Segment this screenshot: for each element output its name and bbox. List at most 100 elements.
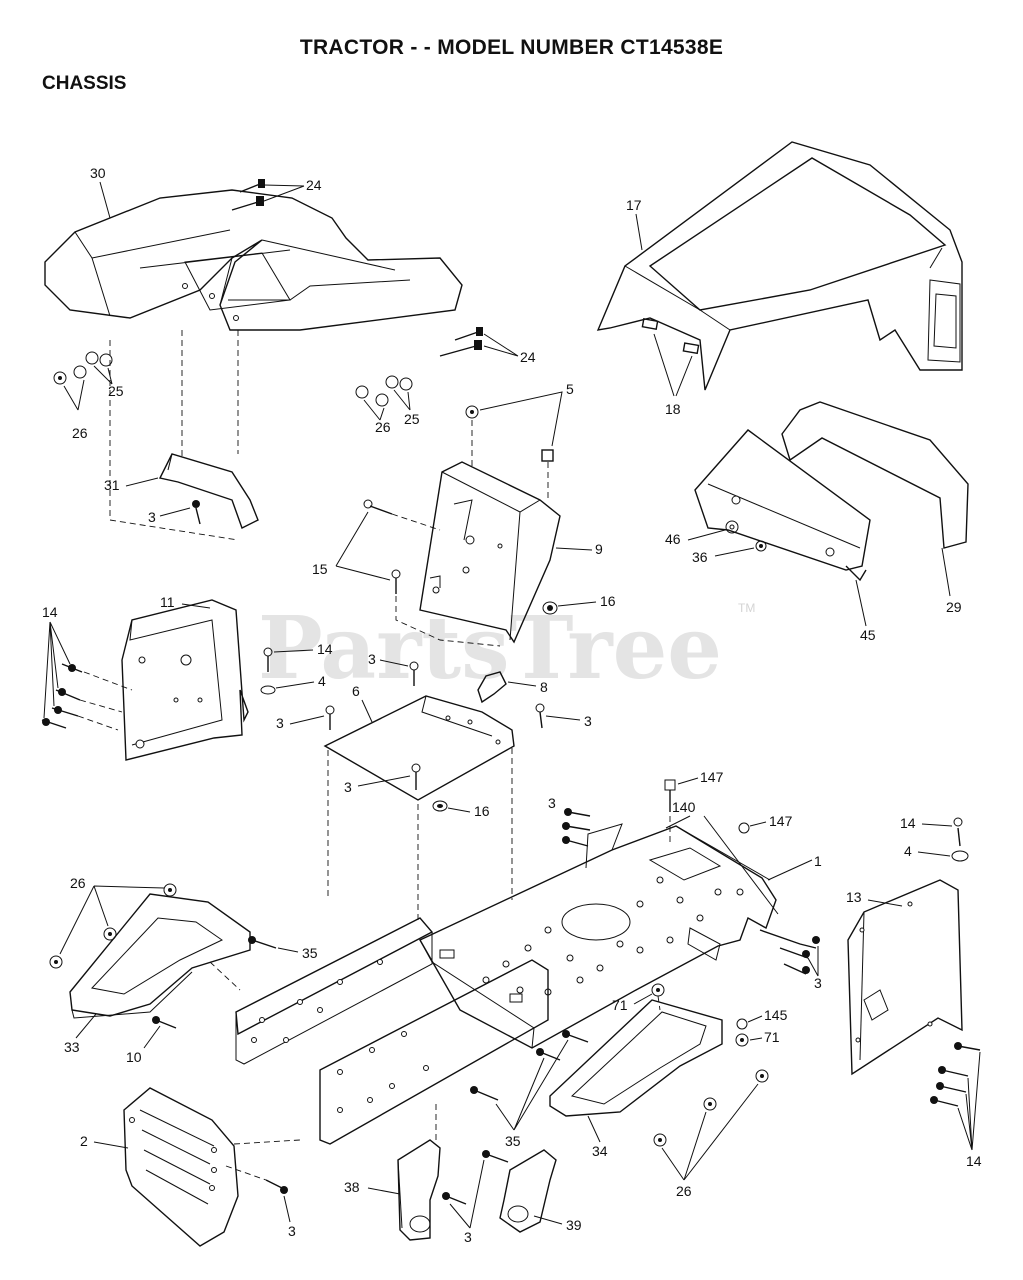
bolt-3-h	[265, 1179, 288, 1194]
part-38-bracket	[397, 1139, 441, 1241]
callout-24-right: 24	[520, 349, 536, 365]
callout-3-i: 3	[464, 1229, 472, 1245]
bolt-10	[152, 1016, 177, 1029]
callout-71-a: 71	[612, 997, 628, 1013]
callout-3-c: 3	[276, 715, 284, 731]
watermark: PartsTree	[258, 598, 722, 699]
callout-71-b: 71	[764, 1029, 780, 1045]
frame-left-rail	[235, 917, 434, 1065]
diagram-title: TRACTOR - - MODEL NUMBER CT14538E	[299, 36, 724, 59]
callout-46: 46	[665, 531, 681, 547]
callout-29: 29	[946, 599, 962, 615]
callout-45: 45	[860, 627, 876, 643]
callout-1: 1	[814, 853, 822, 869]
callout-26-left: 26	[72, 425, 88, 441]
nuts-5	[465, 405, 554, 462]
callout-16-b: 16	[474, 803, 490, 819]
callout-39: 39	[566, 1217, 582, 1233]
part-11-side-panel	[121, 599, 249, 761]
callout-147-a: 147	[700, 769, 724, 785]
part-31-bracket	[158, 453, 259, 529]
bolt-3-b	[409, 661, 419, 686]
part-45-bracket	[694, 429, 871, 582]
part-30-fender	[44, 189, 463, 331]
bolt-3-e	[411, 763, 421, 790]
callout-3-e: 3	[344, 779, 352, 795]
bolt-14-mid	[263, 647, 273, 672]
callout-3-h: 3	[288, 1223, 296, 1239]
callout-35-b: 35	[505, 1133, 521, 1149]
bolts-15	[363, 499, 401, 594]
part-33-footrest	[69, 893, 251, 1019]
bolt-35-left	[248, 936, 277, 949]
nut-16-b	[432, 800, 448, 812]
section-title: CHASSIS	[42, 73, 127, 94]
callout-8: 8	[540, 679, 548, 695]
bolt-3-c	[325, 705, 335, 730]
bolts-3-brackets	[442, 1150, 509, 1205]
callout-147-b: 147	[769, 813, 793, 829]
bolts-24-right	[439, 327, 483, 357]
callout-140: 140	[672, 799, 696, 815]
nuts-26-washers-25-right	[355, 375, 413, 407]
nut-16-a	[542, 601, 558, 615]
callout-3-b: 3	[368, 651, 376, 667]
part-17-hood	[596, 141, 963, 391]
callout-14-d: 14	[966, 1153, 982, 1169]
bolt-147-b	[738, 822, 750, 834]
callout-13: 13	[846, 889, 862, 905]
nuts-71-bolt-145	[651, 983, 749, 1047]
callout-6: 6	[352, 683, 360, 699]
callout-33: 33	[64, 1039, 80, 1055]
callout-14-a: 14	[42, 604, 58, 620]
washer-46-nut-36	[725, 520, 767, 552]
bolts-14-left	[41, 663, 83, 729]
nuts-26-bottom	[653, 1069, 769, 1147]
bolts-24-top	[231, 179, 265, 211]
callout-11: 11	[160, 594, 175, 610]
bolts-14-right-low	[930, 1042, 981, 1107]
part-18-pads	[641, 318, 700, 355]
callout-25-left: 25	[108, 383, 124, 399]
part-34-footrest	[549, 999, 723, 1117]
nuts-26-left-group	[49, 883, 177, 969]
part-6-plate	[323, 695, 515, 801]
part-29-panel	[781, 401, 969, 549]
frame-lower-side	[319, 959, 549, 1145]
callout-24-top: 24	[306, 177, 322, 193]
callout-34: 34	[592, 1143, 608, 1159]
bolt-14-right	[953, 817, 963, 847]
callout-14-c: 14	[900, 815, 916, 831]
bolt-3-d	[535, 703, 545, 729]
part-8-clip	[477, 671, 507, 704]
washer-4-mid	[260, 685, 276, 695]
callout-15: 15	[312, 561, 328, 577]
callout-5: 5	[566, 381, 574, 397]
callout-16-a: 16	[600, 593, 616, 609]
bolt-3-a	[192, 500, 201, 525]
callout-4-a: 4	[318, 673, 326, 689]
washer-4-right	[951, 850, 969, 862]
callout-30: 30	[90, 165, 106, 181]
part-39-bracket	[499, 1149, 557, 1233]
bolts-3-frame	[562, 808, 591, 847]
callout-26-d: 26	[676, 1183, 692, 1199]
callout-10: 10	[126, 1049, 142, 1065]
callout-14-b: 14	[317, 641, 333, 657]
callout-35-a: 35	[302, 945, 318, 961]
part-2-front-plate	[123, 1087, 239, 1247]
bolts-3-right-frame	[759, 929, 820, 975]
callout-36: 36	[692, 549, 708, 565]
callout-3-f: 3	[548, 795, 556, 811]
callout-145: 145	[764, 1007, 788, 1023]
callout-3-g: 3	[814, 975, 822, 991]
callout-4-b: 4	[904, 843, 912, 859]
callout-31: 31	[104, 477, 120, 493]
callout-18: 18	[665, 401, 681, 417]
callout-3-d: 3	[584, 713, 592, 729]
callout-26-c: 26	[70, 875, 86, 891]
part-9-dash-panel	[419, 461, 561, 644]
callout-17: 17	[626, 197, 642, 213]
callout-2: 2	[80, 1133, 88, 1149]
